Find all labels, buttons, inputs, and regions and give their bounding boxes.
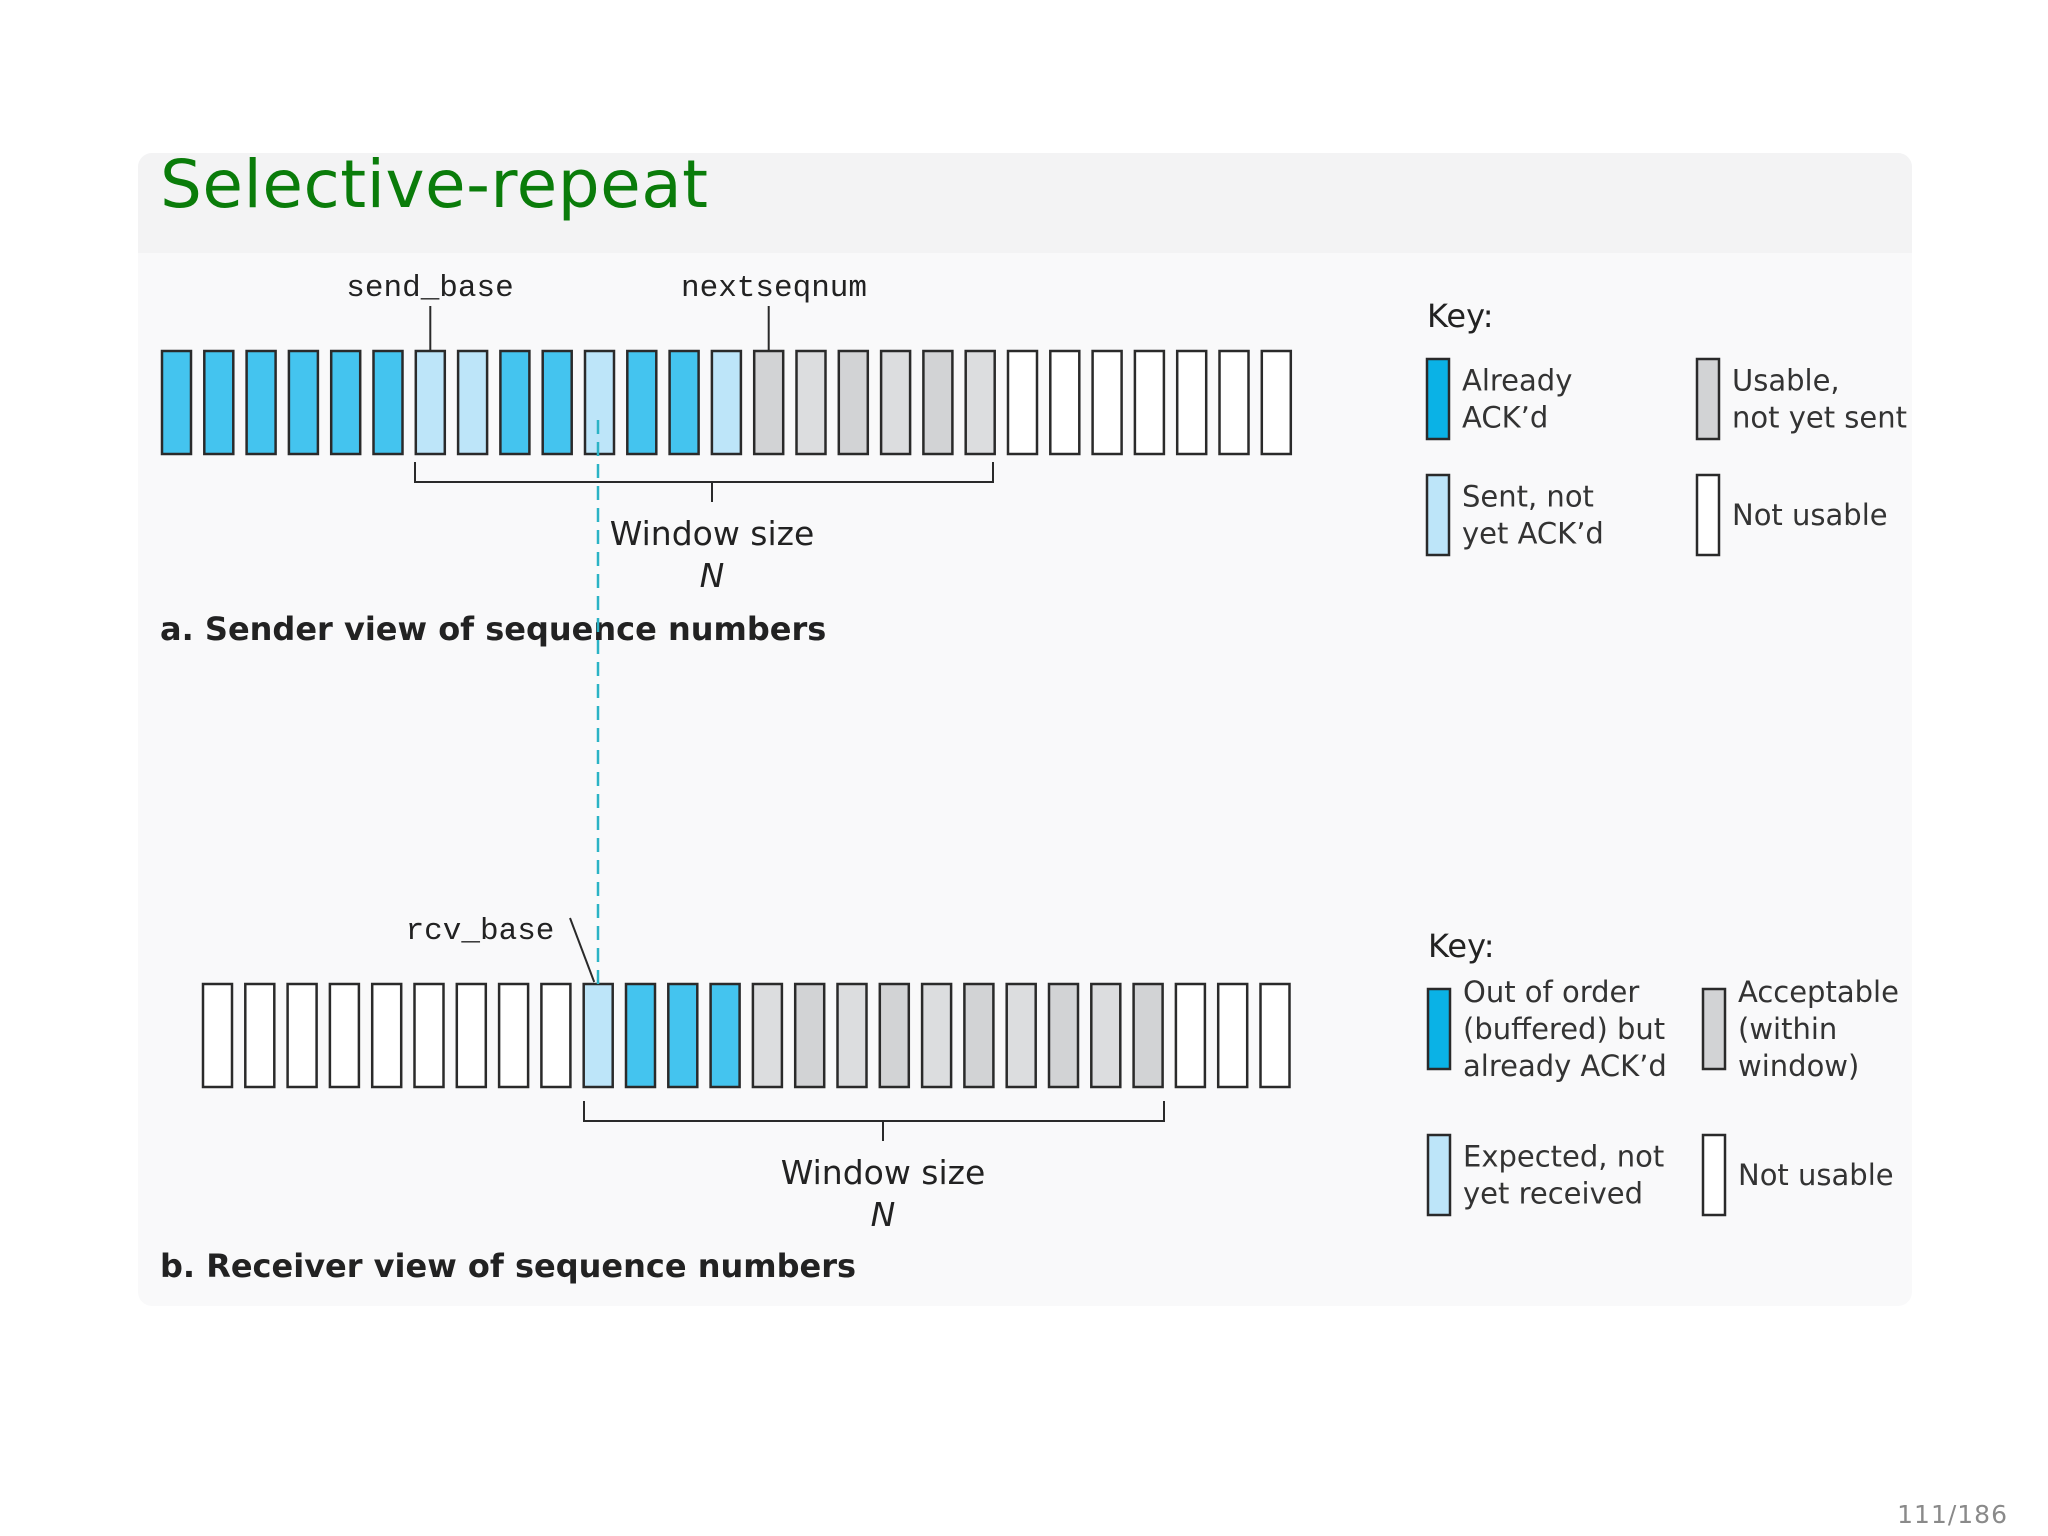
receiver-slot-empty xyxy=(413,982,445,1089)
page-number: 111/186 xyxy=(1897,1500,2008,1529)
receiver-key-label-acked: already ACK’d xyxy=(1463,1049,1667,1083)
sender-slot-acked xyxy=(203,349,235,456)
rcv-base-pointer xyxy=(569,917,596,983)
sender-key-label-acked: ACK’d xyxy=(1462,401,1548,435)
receiver-window-bracket-line xyxy=(583,1101,1165,1141)
receiver-slot-empty xyxy=(540,982,572,1089)
receiver-key-label-usable: Acceptable xyxy=(1738,975,1899,1009)
nextseqnum-label: nextseqnum xyxy=(681,271,867,306)
receiver-slot-usable xyxy=(751,982,784,1089)
content-block xyxy=(138,153,1912,1306)
receiver-window-label: Window size xyxy=(781,1153,986,1192)
sender-slot-empty xyxy=(1260,349,1293,456)
sender-slot-empty xyxy=(1091,349,1123,456)
sender-slot-empty xyxy=(1218,349,1250,456)
receiver-slot-empty xyxy=(286,982,318,1089)
sender-slot-usable xyxy=(795,349,827,456)
receiver-slot-empty xyxy=(1216,982,1249,1089)
slide-title: Selective-repeat xyxy=(160,146,709,223)
sender-key-label-acked: Already xyxy=(1462,364,1572,398)
sender-slot-empty xyxy=(1175,349,1208,456)
sender-window-label: Window size xyxy=(610,514,815,553)
sender-key-label-sent: Sent, not xyxy=(1462,480,1594,514)
receiver-slot-empty xyxy=(370,982,403,1089)
sender-key-swatch-sent xyxy=(1425,473,1451,557)
sender-slot-usable xyxy=(879,349,912,456)
sender-caption: a. Sender view of sequence numbers xyxy=(160,610,826,648)
receiver-slot-sent xyxy=(582,982,614,1089)
receiver-slot-empty xyxy=(328,982,361,1089)
receiver-slot-usable xyxy=(1005,982,1037,1089)
receiver-key-label-usable: window) xyxy=(1738,1049,1859,1083)
sender-slot-acked xyxy=(329,349,362,456)
sender-key-label-sent: yet ACK’d xyxy=(1462,517,1604,551)
sender-slot-acked xyxy=(245,349,277,456)
receiver-slot-empty xyxy=(244,982,276,1089)
receiver-key-label-acked: Out of order xyxy=(1463,975,1639,1009)
receiver-caption: b. Receiver view of sequence numbers xyxy=(160,1247,856,1285)
sender-key-title: Key: xyxy=(1427,297,1493,335)
sender-slot-acked xyxy=(160,349,193,456)
send-base-label: send_base xyxy=(346,271,513,306)
sender-key-label-usable: Usable, xyxy=(1732,364,1840,398)
receiver-slot-empty xyxy=(1259,982,1291,1089)
block-header xyxy=(138,153,1912,253)
receiver-slot-usable xyxy=(963,982,995,1089)
receiver-slot-usable xyxy=(793,982,826,1089)
sender-slot-sent xyxy=(583,349,616,456)
sender-window-bracket xyxy=(414,462,994,502)
receiver-key-swatch-sent xyxy=(1426,1133,1452,1217)
sender-slot-acked xyxy=(499,349,531,456)
sender-slot-acked xyxy=(372,349,404,456)
receiver-key-swatch-usable xyxy=(1701,987,1727,1071)
receiver-slot-empty xyxy=(455,982,488,1089)
receiver-window-var: N xyxy=(871,1195,896,1234)
sender-slot-usable xyxy=(964,349,996,456)
sender-slot-empty xyxy=(1133,349,1166,456)
sender-slot-sent xyxy=(414,349,447,456)
receiver-slot-empty xyxy=(201,982,234,1089)
receiver-slot-acked xyxy=(667,982,699,1089)
receiver-key-label-sent: Expected, not xyxy=(1463,1140,1664,1174)
sender-slot-usable xyxy=(922,349,954,456)
receiver-slot-usable xyxy=(1090,982,1122,1089)
sender-key-swatch-acked xyxy=(1425,357,1451,441)
sender-slot-empty xyxy=(1006,349,1039,456)
sender-slot-usable xyxy=(837,349,870,456)
receiver-key-title: Key: xyxy=(1428,927,1494,965)
receiver-key-label-sent: yet received xyxy=(1463,1177,1643,1211)
sender-slot-acked xyxy=(626,349,658,456)
sender-slot-acked xyxy=(287,349,320,456)
sender-slot-sent xyxy=(456,349,489,456)
sender-window-bracket-line xyxy=(414,462,994,502)
rcv-base-label: rcv_base xyxy=(406,914,555,949)
receiver-slot-acked xyxy=(624,982,657,1089)
sender-slot-acked xyxy=(541,349,573,456)
receiver-slot-empty xyxy=(1174,982,1207,1089)
receiver-slot-acked xyxy=(709,982,741,1089)
sender-slot-usable xyxy=(752,349,785,456)
receiver-key-label-empty: Not usable xyxy=(1738,1158,1894,1192)
sender-slot-acked xyxy=(668,349,700,456)
receiver-key-swatch-empty xyxy=(1701,1133,1727,1217)
sender-key-label-empty: Not usable xyxy=(1732,498,1888,532)
sender-slot-empty xyxy=(1049,349,1081,456)
receiver-slot-usable xyxy=(836,982,868,1089)
receiver-key-swatch-acked xyxy=(1426,987,1452,1071)
receiver-slot-usable xyxy=(1047,982,1080,1089)
receiver-slot-usable xyxy=(920,982,953,1089)
sender-key-label-usable: not yet sent xyxy=(1732,401,1907,435)
receiver-slot-empty xyxy=(497,982,530,1089)
receiver-slot-usable xyxy=(1132,982,1164,1089)
receiver-slot-usable xyxy=(878,982,911,1089)
receiver-key-label-acked: (buffered) but xyxy=(1463,1012,1665,1046)
receiver-key-label-usable: (within xyxy=(1738,1012,1837,1046)
sender-key-swatch-usable xyxy=(1695,357,1721,441)
sender-window-var: N xyxy=(700,556,725,595)
receiver-window-bracket xyxy=(583,1101,1165,1141)
sender-slot-sent xyxy=(710,349,743,456)
sender-key-swatch-empty xyxy=(1695,473,1721,557)
